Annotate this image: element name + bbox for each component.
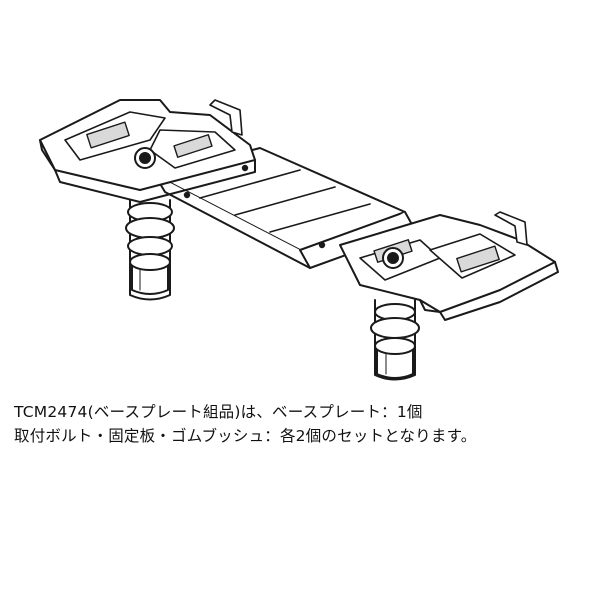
left-mounting-plate [39,99,256,203]
left-rubber-bushing [125,199,175,301]
right-mounting-plate [339,211,559,321]
caption-line-1: TCM2474(ベースプレート組品)は、ベースプレート：1個 [14,403,423,421]
product-caption: TCM2474(ベースプレート組品)は、ベースプレート：1個 取付ボルト・固定板… [14,400,589,448]
right-rubber-bushing [370,299,420,381]
caption-line-2: 取付ボルト・固定板・ゴムブッシュ：各2個のセットとなります。 [14,427,477,445]
